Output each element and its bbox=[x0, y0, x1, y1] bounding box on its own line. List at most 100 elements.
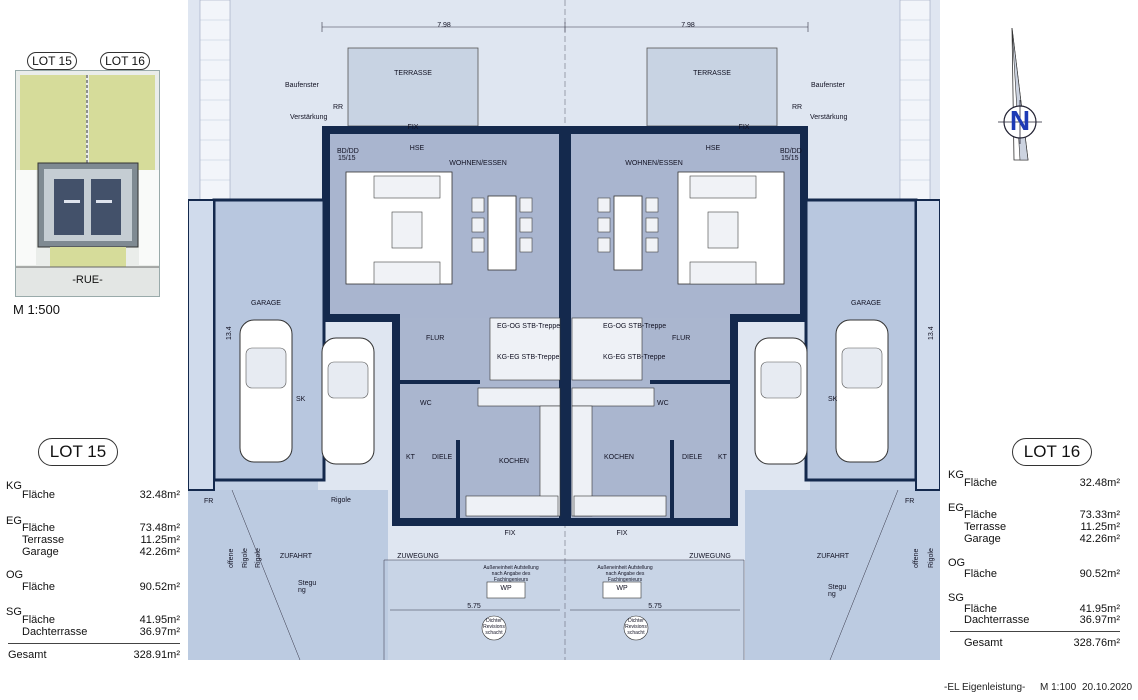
area-value: 73.48m² bbox=[139, 522, 180, 534]
lot-15-tab: LOT 15 bbox=[27, 52, 77, 70]
stair-label: KG-EG STB-Treppe bbox=[603, 354, 666, 361]
area-value: 41.95m² bbox=[139, 614, 180, 626]
area-name: Garage bbox=[964, 533, 1001, 545]
baufenster-label: Baufenster bbox=[811, 82, 845, 89]
room-garage: GARAGE bbox=[251, 300, 281, 307]
level-kg: KG bbox=[948, 469, 964, 481]
hse-label: HSE bbox=[705, 145, 721, 152]
hse-label: HSE bbox=[409, 145, 425, 152]
room-flur: FLUR bbox=[672, 335, 691, 342]
zuwegung-label: ZUWEGUNG bbox=[689, 553, 731, 560]
room-wc: WC bbox=[657, 400, 669, 407]
sk-label: SK bbox=[828, 396, 838, 403]
wp-label: WP bbox=[616, 585, 628, 592]
area-value: 90.52m² bbox=[139, 581, 180, 593]
total-label: Gesamt bbox=[8, 649, 47, 661]
rigole-label: Rigole bbox=[255, 548, 262, 568]
total-value: 328.76m² bbox=[1073, 637, 1120, 649]
site-plan-drawing bbox=[16, 71, 159, 296]
area-value: 32.48m² bbox=[1079, 477, 1120, 489]
wp-note: Außeneinheit Aufstellung nach Angabe des… bbox=[483, 565, 539, 583]
rr-label: RR bbox=[333, 104, 344, 111]
fr-label: FR bbox=[905, 498, 915, 505]
terrace-label: TERRASSE bbox=[394, 70, 432, 77]
room-flur: FLUR bbox=[426, 335, 445, 342]
level-sg: SG bbox=[6, 606, 22, 618]
site-plan: -RUE- bbox=[15, 70, 160, 297]
offene-label: offene bbox=[913, 548, 920, 568]
dimension-depth: 13.4 bbox=[928, 326, 935, 340]
area-name: Fläche bbox=[964, 568, 998, 580]
area-value: 11.25m² bbox=[1080, 521, 1120, 533]
verstaerkung-label: Verstärkung bbox=[290, 114, 328, 121]
area-name: Dachterrasse bbox=[964, 614, 1030, 626]
area-name: Fläche bbox=[22, 581, 56, 593]
street-label: -RUE- bbox=[72, 274, 103, 286]
room-garage: GARAGE bbox=[851, 300, 881, 307]
area-name: Fläche bbox=[964, 509, 998, 521]
fix-window-label: FIX bbox=[504, 530, 516, 537]
total-label: Gesamt bbox=[964, 637, 1003, 649]
level-eg: EG bbox=[6, 515, 22, 527]
area-name: Terrasse bbox=[22, 534, 65, 546]
area-value: 36.97m² bbox=[139, 626, 180, 638]
area-value: 41.95m² bbox=[1079, 603, 1120, 615]
stair-label: KG-EG STB-Treppe bbox=[497, 354, 560, 361]
room-wohnen-essen: WOHNEN/ESSEN bbox=[449, 160, 507, 167]
total-divider bbox=[950, 631, 1120, 632]
verstaerkung-label: Verstärkung bbox=[810, 114, 848, 121]
rigole-label: Rigole bbox=[242, 548, 249, 568]
site-plan-scale: M 1:500 bbox=[13, 302, 60, 317]
dimension-width: 7.98 bbox=[437, 22, 451, 29]
level-og: OG bbox=[6, 569, 24, 581]
area-name: Fläche bbox=[964, 477, 998, 489]
area-value: 42.26m² bbox=[1079, 533, 1120, 545]
terrace-label: TERRASSE bbox=[693, 70, 731, 77]
area-name: Terrasse bbox=[964, 521, 1007, 533]
area-name: Dachterrasse bbox=[22, 626, 88, 638]
room-kochen: KOCHEN bbox=[604, 454, 634, 461]
footer-scale: M 1:100 bbox=[1040, 682, 1077, 693]
level-kg: KG bbox=[6, 480, 22, 492]
total-value: 328.91m² bbox=[133, 649, 180, 661]
room-wc: WC bbox=[420, 400, 432, 407]
lot-15-label: LOT 15 bbox=[38, 438, 118, 466]
wp-note: Außeneinheit Aufstellung nach Angabe des… bbox=[597, 565, 653, 583]
kt-label: KT bbox=[718, 454, 727, 461]
area-value: 42.26m² bbox=[139, 546, 180, 558]
stair-label: EG-OG STB-Treppe bbox=[497, 323, 561, 330]
lot-16-label: LOT 16 bbox=[1012, 438, 1092, 466]
dimension-width: 7.98 bbox=[681, 22, 695, 29]
fix-window-label: FIX bbox=[616, 530, 628, 537]
zufahrt-label: ZUFAHRT bbox=[816, 553, 850, 560]
room-diele: DIELE bbox=[682, 454, 703, 461]
zufahrt-label: ZUFAHRT bbox=[279, 553, 313, 560]
area-name: Garage bbox=[22, 546, 59, 558]
revision-shaft-label: Dichter Revisions schacht bbox=[625, 618, 647, 636]
fr-label: FR bbox=[204, 498, 214, 505]
fix-window-label: FIX bbox=[738, 124, 750, 131]
room-kochen: KOCHEN bbox=[499, 458, 529, 465]
dimension-front: 5.75 bbox=[467, 603, 481, 610]
bd-size: 15/15 bbox=[338, 155, 356, 162]
area-value: 90.52m² bbox=[1079, 568, 1120, 580]
baufenster-label: Baufenster bbox=[285, 82, 319, 89]
area-value: 36.97m² bbox=[1079, 614, 1120, 626]
room-wohnen-essen: WOHNEN/ESSEN bbox=[625, 160, 683, 167]
north-label: N bbox=[1009, 105, 1031, 136]
total-divider bbox=[8, 643, 180, 644]
area-value: 32.48m² bbox=[139, 489, 180, 501]
rigole-label: Rigole bbox=[928, 548, 935, 568]
north-arrow: N bbox=[990, 24, 1050, 164]
bd-label: BD/DD bbox=[337, 148, 359, 155]
sk-label: SK bbox=[296, 396, 306, 403]
compass-icon bbox=[998, 27, 1042, 161]
area-value: 73.33m² bbox=[1079, 509, 1120, 521]
area-name: Fläche bbox=[22, 489, 56, 501]
level-og: OG bbox=[948, 557, 966, 569]
revision-shaft-label: Dichter Revisions schacht bbox=[483, 618, 505, 636]
footer-note: -EL Eigenleistung- bbox=[944, 682, 1026, 693]
footer-date: 20.10.2020 bbox=[1082, 682, 1133, 693]
level-eg: EG bbox=[948, 502, 964, 514]
dimension-depth: 13.4 bbox=[226, 326, 233, 340]
